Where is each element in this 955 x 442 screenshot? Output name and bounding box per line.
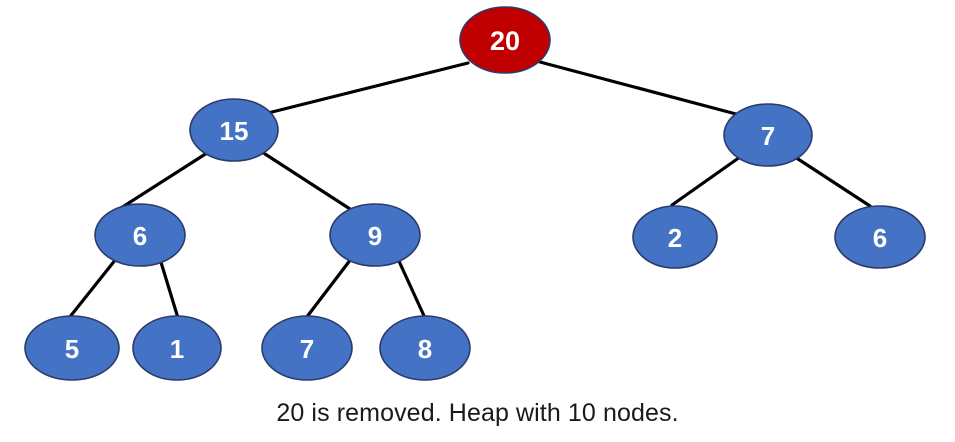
tree-edge bbox=[396, 257, 427, 320]
tree-node[interactable]: 9 bbox=[329, 203, 421, 267]
node-value-label: 7 bbox=[761, 121, 775, 151]
nodes-group: 20 15 7 6 9 2 6 5 1 7 8 bbox=[24, 6, 926, 381]
node-shape bbox=[329, 203, 421, 267]
tree-edge bbox=[67, 257, 118, 320]
node-value-label: 8 bbox=[418, 334, 432, 364]
node-shape bbox=[632, 205, 718, 269]
tree-edge bbox=[266, 61, 470, 115]
node-value-label: 9 bbox=[368, 221, 382, 251]
node-value-label: 7 bbox=[300, 334, 314, 364]
node-value-label: 6 bbox=[873, 223, 887, 253]
tree-edge bbox=[304, 257, 353, 320]
node-shape-highlighted bbox=[459, 6, 551, 74]
tree-edge bbox=[260, 150, 352, 211]
tree-edge bbox=[670, 155, 742, 207]
tree-node[interactable]: 7 bbox=[723, 103, 813, 167]
tree-edge bbox=[538, 60, 738, 116]
node-value-label: 1 bbox=[170, 334, 184, 364]
tree-edge bbox=[793, 155, 872, 208]
tree-node[interactable]: 15 bbox=[189, 98, 279, 162]
node-shape bbox=[189, 98, 279, 162]
node-shape bbox=[261, 315, 353, 381]
node-shape bbox=[379, 315, 471, 381]
node-value-label: 5 bbox=[65, 334, 79, 364]
tree-node[interactable]: 6 bbox=[94, 203, 186, 267]
tree-node[interactable]: 5 bbox=[24, 315, 120, 381]
tree-node[interactable]: 20 bbox=[459, 6, 551, 74]
tree-node[interactable]: 7 bbox=[261, 315, 353, 381]
tree-node[interactable]: 2 bbox=[632, 205, 718, 269]
node-shape bbox=[132, 315, 222, 381]
node-shape bbox=[24, 315, 120, 381]
tree-node[interactable]: 6 bbox=[834, 205, 926, 269]
node-value-label: 6 bbox=[133, 221, 147, 251]
node-value-label: 20 bbox=[490, 26, 520, 56]
node-shape bbox=[723, 103, 813, 167]
tree-edge bbox=[158, 257, 180, 320]
tree-node[interactable]: 8 bbox=[379, 315, 471, 381]
node-value-label: 2 bbox=[668, 223, 682, 253]
node-value-label: 15 bbox=[220, 116, 249, 146]
edges-group bbox=[67, 60, 872, 320]
diagram-caption: 20 is removed. Heap with 10 nodes. bbox=[276, 399, 679, 427]
node-shape bbox=[94, 203, 186, 267]
node-shape bbox=[834, 205, 926, 269]
tree-edge bbox=[119, 151, 209, 210]
tree-node[interactable]: 1 bbox=[132, 315, 222, 381]
